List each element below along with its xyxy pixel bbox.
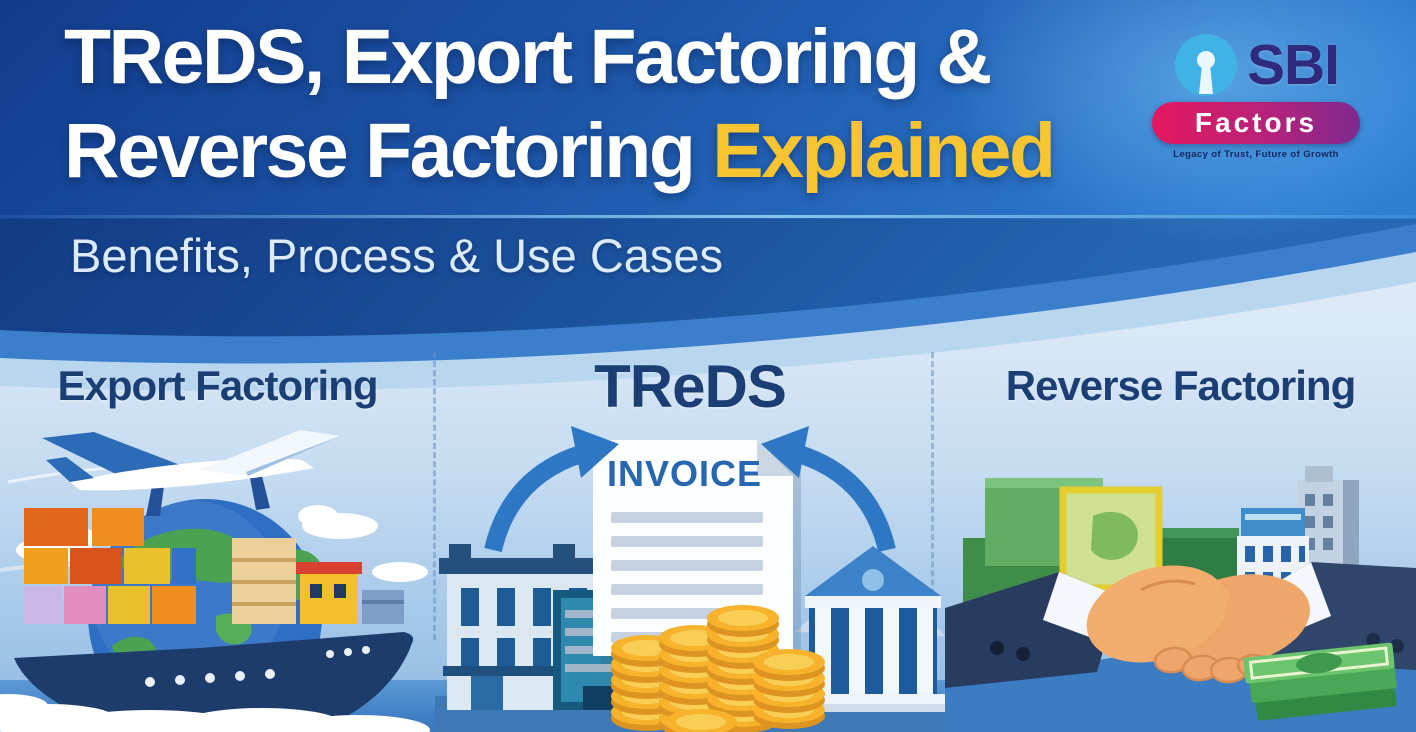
title-line-1: TReDS, Export Factoring & [64, 14, 992, 100]
logo-brand-text: SBI [1246, 33, 1340, 97]
section-heading-reverse-factoring: Reverse Factoring [1005, 362, 1356, 409]
cargo-ship-icon [14, 508, 414, 720]
sea-foam-icon [0, 694, 430, 732]
section-headings: Export Factoring TReDS Reverse Factoring [0, 352, 1416, 420]
invoice-title: INVOICE [607, 453, 762, 494]
bank-icon [795, 546, 945, 712]
sbi-roundel-icon [1174, 34, 1237, 96]
panel-divider-right [931, 352, 934, 640]
airplane-icon [42, 430, 340, 516]
page-subtitle: Benefits, Process & Use Cases [70, 229, 724, 282]
logo-factors-pill: Factors [1152, 102, 1360, 144]
panel-divider-left [433, 352, 436, 640]
section-heading-treds: TReDS [594, 352, 787, 420]
up-arrow-left-icon [484, 426, 619, 553]
banner: TReDS, Export Factoring & Reverse Factor… [0, 0, 1416, 340]
illustration-row: INVOICE [0, 420, 1416, 732]
reverse-factoring-illustration [945, 466, 1416, 732]
section-heading-export-factoring: Export Factoring [57, 362, 378, 409]
invoice-icon: INVOICE [593, 440, 801, 664]
page-title: TReDS, Export Factoring & Reverse Factor… [64, 10, 1056, 198]
logo-tagline: Legacy of Trust, Future of Growth [1173, 149, 1339, 160]
sbi-factors-logo: SBI Factors Legacy of Trust, Future of G… [1152, 32, 1360, 160]
title-line-2: Reverse Factoring Explained [64, 108, 1056, 194]
handshake-icon [945, 562, 1416, 688]
export-factoring-illustration [0, 430, 430, 732]
title-accent: Explained [712, 108, 1056, 194]
up-arrow-right-icon [761, 426, 896, 553]
cash-stack-icon [1243, 642, 1397, 721]
banner-divider-line [0, 215, 1416, 218]
treds-illustration: INVOICE [435, 426, 945, 732]
